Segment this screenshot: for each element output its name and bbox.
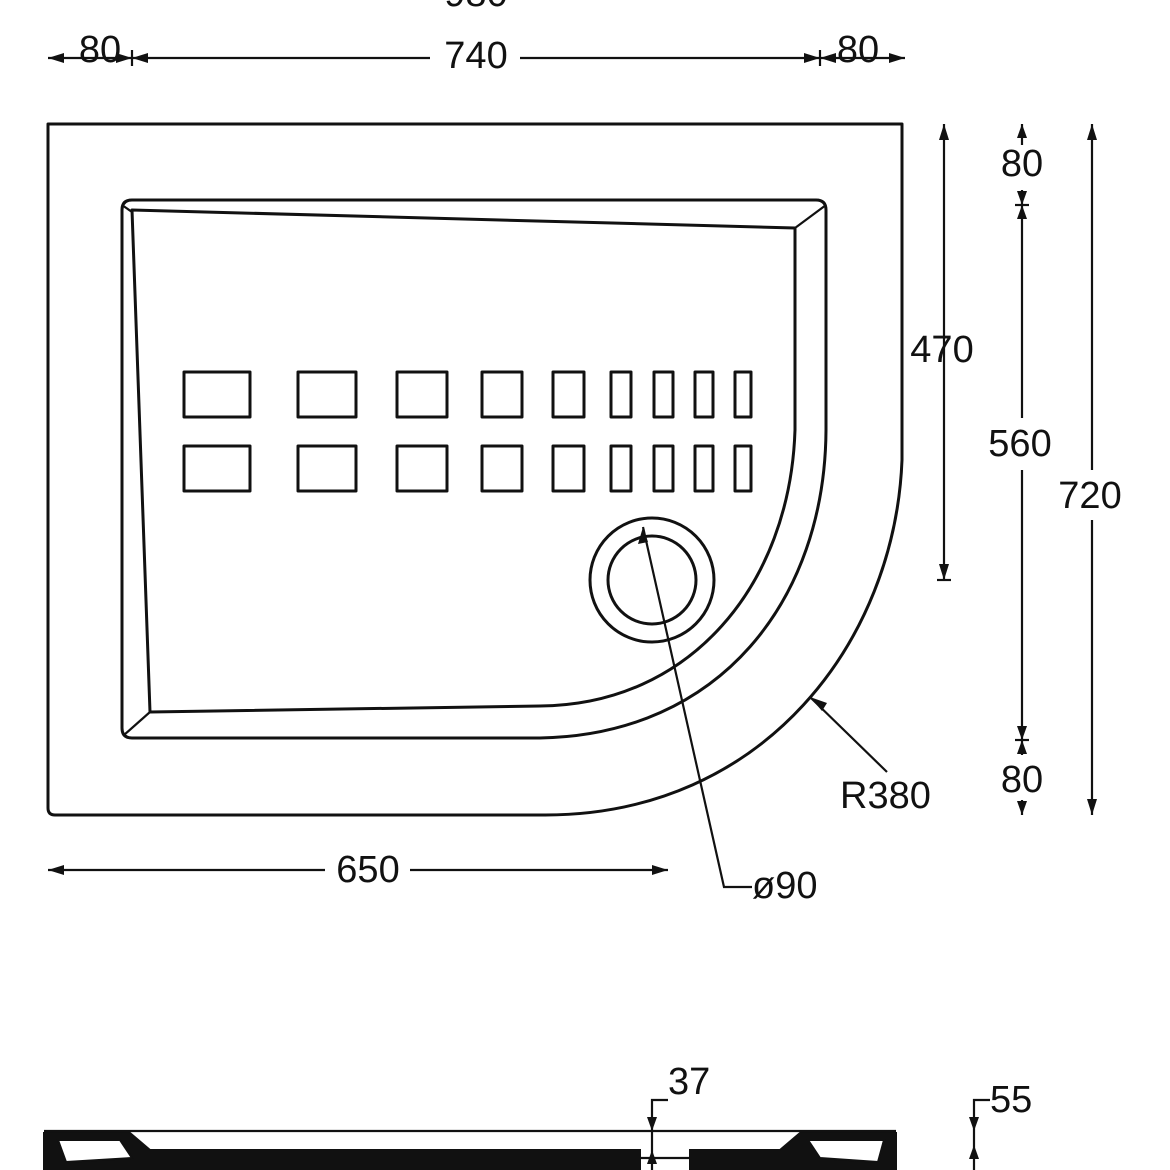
pad-r1-c4 <box>480 370 524 419</box>
dim-37-label: 37 <box>668 1061 710 1103</box>
dim-right-margin-label: 80 <box>837 29 879 71</box>
dim-bottom-margin-label: 80 <box>1001 759 1043 801</box>
dim-radius-label: R380 <box>840 775 931 817</box>
pad-r2-c8 <box>693 444 715 493</box>
pad-r1-c3 <box>395 370 449 419</box>
dim-inner-width-label: 740 <box>444 35 507 77</box>
pad-r2-c1 <box>182 444 252 493</box>
corner-edge-tr <box>794 204 827 229</box>
pad-r1-c1 <box>182 370 252 419</box>
pad-r1-c5 <box>551 370 586 419</box>
pad-r1-c2 <box>296 370 358 419</box>
dim-right-chain <box>1015 124 1029 815</box>
dim-55-line <box>969 1098 990 1170</box>
pad-r2-c6 <box>609 444 633 493</box>
dim-720-line <box>1087 124 1097 815</box>
dim-left-margin-label: 80 <box>79 29 121 71</box>
dim-720-label: 720 <box>1058 475 1121 517</box>
pad-r2-c2 <box>296 444 358 493</box>
dim-55-label: 55 <box>990 1079 1032 1121</box>
top-dimension-chain <box>48 50 905 66</box>
corner-edge-bl <box>123 711 151 736</box>
tray-outer-outline <box>46 122 904 817</box>
pad-r2-c9 <box>733 444 753 493</box>
dim-650-line <box>48 865 668 875</box>
dim-overall-width-label: 980 <box>444 0 507 15</box>
dim-470-line <box>937 124 951 582</box>
dim-top-margin-label: 80 <box>1001 143 1043 185</box>
dim-drain-diameter-label: ø90 <box>752 865 817 907</box>
dim-650-label: 650 <box>336 849 399 891</box>
pad-r2-c7 <box>652 444 675 493</box>
tray-floor-slope-outline <box>130 208 797 714</box>
drain-leader-line <box>641 526 752 889</box>
drain-inner-ring <box>606 534 698 626</box>
dim-470-label: 470 <box>910 329 973 371</box>
dim-560-label: 560 <box>988 423 1051 465</box>
corner-edge-tl <box>121 204 133 213</box>
dim-37-line <box>647 1098 668 1170</box>
tray-inner-basin-outline <box>120 198 828 740</box>
pad-r1-c7 <box>652 370 675 419</box>
pad-r2-c3 <box>395 444 449 493</box>
anti-slip-pad-grid <box>182 370 753 493</box>
pad-r2-c5 <box>551 444 586 493</box>
drain-outer-ring <box>588 516 716 644</box>
tray-section-view <box>43 1129 897 1170</box>
pad-r1-c6 <box>609 370 633 419</box>
pad-r1-c8 <box>693 370 715 419</box>
pad-r2-c4 <box>480 444 524 493</box>
pad-r1-c9 <box>733 370 753 419</box>
